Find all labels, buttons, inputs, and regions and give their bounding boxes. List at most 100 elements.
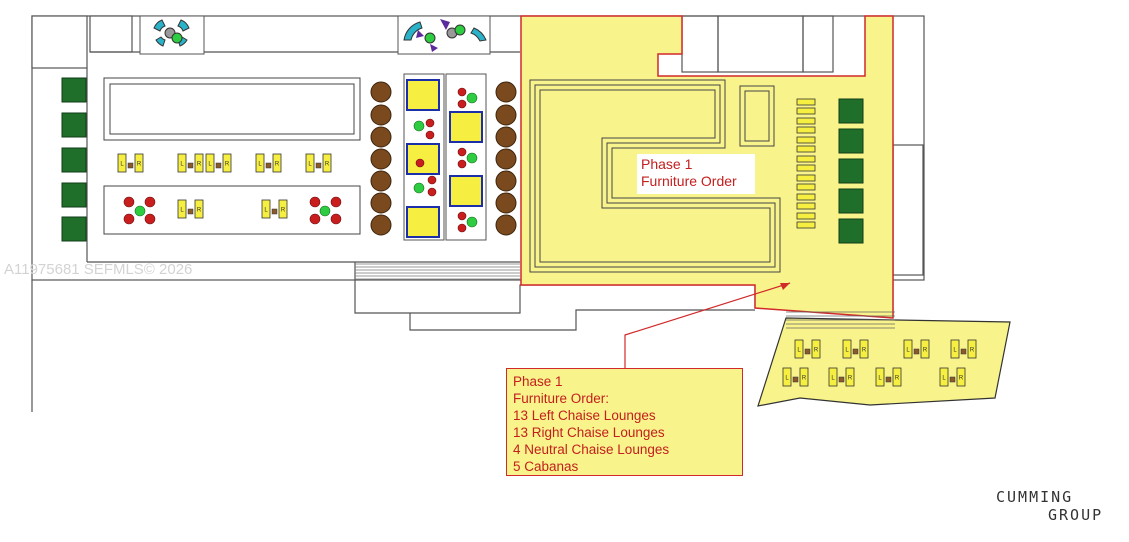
chaise-letter: R [802,376,807,382]
right-cabanas [838,98,864,244]
chaise-lounge [205,153,215,173]
note-line: Phase 1 [513,374,563,389]
terrace-steps [786,311,895,329]
logo-line-2: GROUP [1048,506,1104,524]
chaise-letter: R [137,162,142,168]
chaise-lounge [134,153,144,173]
side-table [315,162,322,169]
chaise-lounge [177,153,187,173]
side-table [804,348,811,355]
chaise-lounge [796,183,816,191]
note-line: Furniture Order: [513,391,610,406]
chaise-lounge [278,199,288,219]
chaise-letter: L [942,376,946,382]
chaise-letter: L [845,348,849,354]
right-column-loungers [796,98,816,229]
blue-framed-loungers [406,79,483,238]
chaise-letter: R [814,348,819,354]
chaise-lounge [796,136,816,144]
chaise-lounge [272,153,282,173]
main-pool [529,79,781,273]
phase-1-terrace [757,317,1011,407]
chaise-letter: L [906,348,910,354]
side-table [838,376,845,383]
chaise-lounge [177,199,187,219]
chaise-lounge [828,367,838,387]
chaise-lounge [920,339,930,359]
chaise-lounge [811,339,821,359]
note-line: 13 Right Chaise Lounges [513,425,665,440]
chaise-letter: R [281,208,286,214]
chaise-letter: L [180,162,184,168]
green-tables [134,92,478,228]
phase-1-label: Phase 1 Furniture Order [637,154,755,194]
chaise-letter: R [959,376,964,382]
chaise-letter: R [225,162,230,168]
top-seating-left [139,15,205,55]
chaise-lounge [842,339,852,359]
chaise-lounge [875,367,885,387]
red-chair-clusters [123,87,467,233]
chaise-lounge [305,153,315,173]
chaise-lounge [796,193,816,201]
chaise-letter: L [878,376,882,382]
chaise-letter: L [264,208,268,214]
chaise-letter: R [895,376,900,382]
chaise-lounge [796,117,816,125]
chaise-letter: L [953,348,957,354]
side-table [265,162,272,169]
left-pool [103,77,361,235]
chaise-lounge [796,212,816,220]
chaise-lounge [255,153,265,173]
chaise-letter: R [848,376,853,382]
chaise-lounge [796,202,816,210]
chaise-lounge [950,339,960,359]
chaise-lounge [859,339,869,359]
cumming-group-logo: CUMMING GROUP [996,488,1103,524]
steps [355,263,520,280]
side-table [913,348,920,355]
side-table [852,348,859,355]
chaise-lounge [796,221,816,229]
chaise-letter: R [970,348,975,354]
chaise-letter: R [275,162,280,168]
side-table [960,348,967,355]
mls-watermark: A11975681 SEFMLS© 2026 [4,261,193,278]
chaise-letter: R [197,162,202,168]
chaise-letter: L [258,162,262,168]
chaise-lounge [794,339,804,359]
chaise-lounge [194,153,204,173]
phase-label-line-1: Phase 1 [641,156,693,172]
chaise-lounge [799,367,809,387]
chaise-lounge [261,199,271,219]
chaise-lounge [939,367,949,387]
chaise-lounge [194,199,204,219]
chaise-lounge [892,367,902,387]
chaise-letter: R [862,348,867,354]
side-table [187,162,194,169]
side-table [792,376,799,383]
chaise-lounge [222,153,232,173]
side-table [949,376,956,383]
chaise-lounge [956,367,966,387]
chaise-letter: L [120,162,124,168]
side-table [187,208,194,215]
side-table [271,208,278,215]
note-line: 13 Left Chaise Lounges [513,408,656,423]
chaise-letter: L [180,208,184,214]
chaise-lounge [117,153,127,173]
left-cabanas [61,77,87,242]
note-line: 4 Neutral Chaise Lounges [513,442,670,457]
chaise-letter: L [797,348,801,354]
wood-tables [370,81,517,236]
chaise-letter: L [831,376,835,382]
chaise-lounge [796,145,816,153]
chaise-letter: L [208,162,212,168]
furniture-order-note: Phase 1 Furniture Order: 13 Left Chaise … [506,368,743,476]
chaise-lounge [796,126,816,134]
center-planters [403,73,487,241]
chaise-lounge [903,339,913,359]
chaise-lounge [796,155,816,163]
